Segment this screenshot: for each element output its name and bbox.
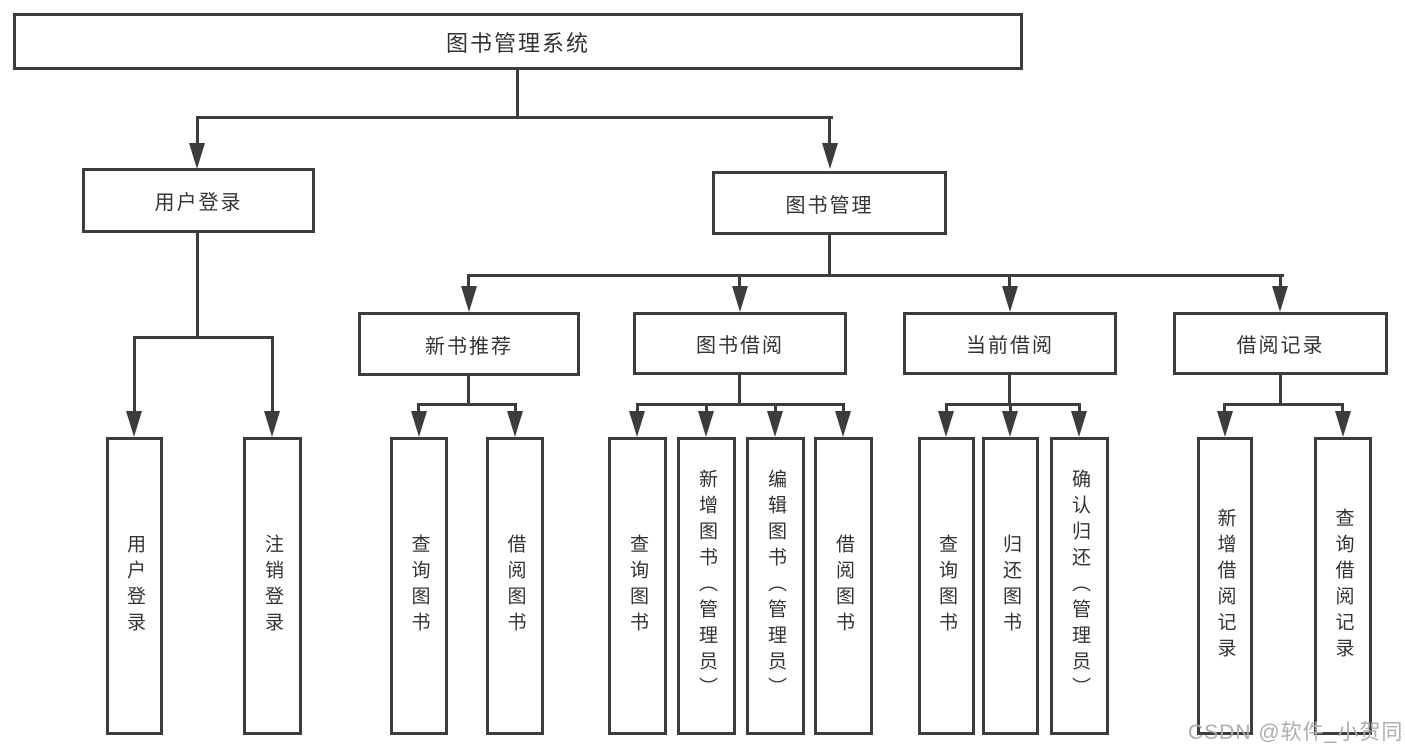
arrow-down	[835, 411, 851, 437]
leaf-query-books-recommend: 查询图书	[390, 437, 448, 735]
node-root: 图书管理系统	[13, 13, 1023, 70]
leaf-label: 借阅图书	[504, 534, 526, 638]
connector-line	[1078, 403, 1081, 414]
connector-line	[705, 403, 708, 414]
arrow-down	[189, 143, 205, 169]
connector-line	[1223, 403, 1343, 406]
leaf-edit-books-admin: 编辑图书（管理员）	[746, 437, 805, 735]
connector-line	[196, 116, 199, 146]
connector-line	[196, 116, 833, 119]
leaf-label: 查询图书	[936, 534, 957, 638]
connector-line	[196, 233, 199, 339]
connector-line	[514, 403, 517, 414]
leaf-label: 归还图书	[1000, 534, 1021, 638]
leaf-label: 新增图书（管理员）	[696, 469, 717, 703]
arrow-down	[1217, 411, 1233, 437]
node-current-borrow: 当前借阅	[903, 312, 1117, 375]
connector-line	[636, 403, 845, 406]
connector-line	[1009, 403, 1012, 414]
connector-line	[945, 403, 1081, 406]
node-new-book-recommend: 新书推荐	[358, 312, 580, 376]
arrow-down	[1335, 411, 1351, 437]
connector-line	[945, 403, 948, 414]
connector-line	[842, 403, 845, 414]
leaf-query-books-borrow: 查询图书	[608, 437, 667, 735]
connector-line	[738, 274, 741, 290]
connector-line	[467, 274, 1284, 277]
connector-line	[828, 235, 831, 277]
node-user-login: 用户登录	[82, 168, 315, 233]
arrow-down	[507, 411, 523, 437]
connector-line	[636, 403, 639, 414]
arrow-down	[629, 411, 645, 437]
connector-line	[1223, 403, 1226, 414]
arrow-down	[126, 411, 142, 437]
leaf-label: 新增借阅记录	[1214, 508, 1236, 664]
arrow-down	[264, 411, 280, 437]
node-borrow-records: 借阅记录	[1173, 312, 1388, 375]
leaf-add-borrow-record: 新增借阅记录	[1197, 437, 1253, 735]
arrow-down	[411, 411, 427, 437]
leaf-label: 查询图书	[627, 534, 648, 638]
leaf-query-borrow-record: 查询借阅记录	[1314, 437, 1372, 735]
leaf-logout: 注销登录	[243, 437, 302, 735]
arrow-down	[461, 286, 477, 312]
arrow-down	[767, 411, 783, 437]
leaf-label: 查询图书	[408, 534, 430, 638]
node-book-management: 图书管理	[712, 171, 947, 235]
leaf-query-books-current: 查询图书	[918, 437, 975, 735]
node-book-borrow: 图书借阅	[633, 312, 847, 375]
leaf-user-login: 用户登录	[106, 437, 163, 735]
leaf-return-books: 归还图书	[982, 437, 1039, 735]
connector-line	[1341, 403, 1344, 414]
arrow-down	[732, 286, 748, 312]
connector-line	[467, 274, 470, 290]
leaf-label: 确认归还（管理员）	[1069, 469, 1090, 703]
connector-line	[828, 116, 831, 146]
arrow-down	[1002, 411, 1018, 437]
connector-line	[738, 375, 741, 406]
leaf-label: 编辑图书（管理员）	[765, 469, 786, 703]
connector-line	[133, 336, 136, 414]
leaf-label: 用户登录	[124, 534, 145, 638]
connector-line	[1279, 274, 1282, 290]
connector-line	[1008, 274, 1011, 290]
connector-line	[774, 403, 777, 414]
arrow-down	[1272, 286, 1288, 312]
leaf-confirm-return-admin: 确认归还（管理员）	[1050, 437, 1109, 735]
connector-line	[1279, 375, 1282, 406]
leaf-add-books-admin: 新增图书（管理员）	[677, 437, 736, 735]
leaf-label: 注销登录	[262, 534, 283, 638]
connector-line	[467, 376, 470, 406]
connector-line	[133, 336, 274, 339]
arrow-down	[1071, 411, 1087, 437]
connector-line	[271, 336, 274, 414]
leaf-label: 借阅图书	[833, 534, 854, 638]
connector-line	[516, 70, 519, 119]
connector-line	[417, 403, 517, 406]
watermark-text: CSDN @软件_小贺同学	[1188, 721, 1405, 744]
leaf-label: 查询借阅记录	[1332, 508, 1354, 664]
leaf-borrow-books: 借阅图书	[814, 437, 873, 735]
arrow-down	[1002, 286, 1018, 312]
connector-line	[1008, 375, 1011, 406]
arrow-down	[938, 411, 954, 437]
arrow-down	[822, 143, 838, 169]
arrow-down	[698, 411, 714, 437]
connector-line	[417, 403, 420, 414]
leaf-borrow-books-recommend: 借阅图书	[486, 437, 544, 735]
